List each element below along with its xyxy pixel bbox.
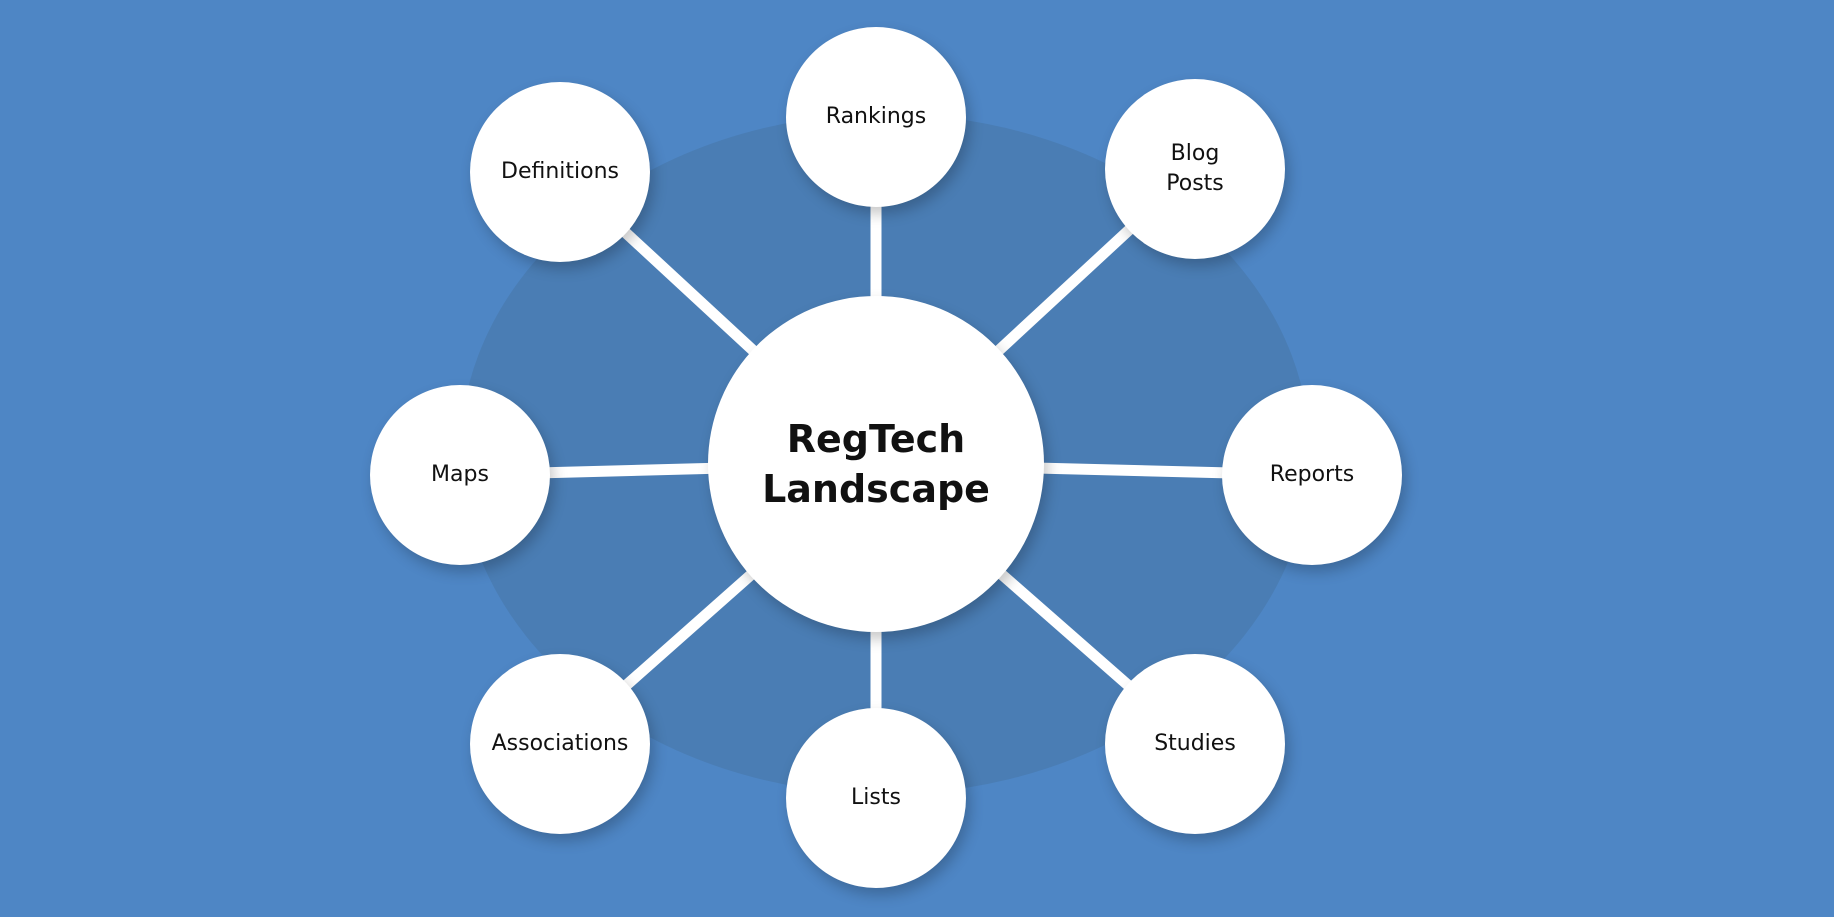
node-label: Studies [1154,731,1236,756]
hub-label: RegTech Landscape [762,417,990,511]
node-blog-posts: Blog Posts [1105,79,1285,259]
node-studies: Studies [1105,654,1285,834]
node-label: Associations [491,731,629,756]
node-label: Rankings [825,104,927,129]
node-label: Definitions [501,159,619,184]
node-reports: Reports [1222,385,1402,565]
node-label: Reports [1269,462,1355,487]
hub-node: RegTech Landscape [708,296,1044,632]
node-definitions: Definitions [470,82,650,262]
node-associations: Associations [470,654,650,834]
node-lists: Lists [786,708,966,888]
node-label: Lists [851,785,901,810]
node-maps: Maps [370,385,550,565]
node-label: Blog Posts [1166,141,1224,196]
node-label: Maps [431,462,489,487]
node-rankings: Rankings [786,27,966,207]
